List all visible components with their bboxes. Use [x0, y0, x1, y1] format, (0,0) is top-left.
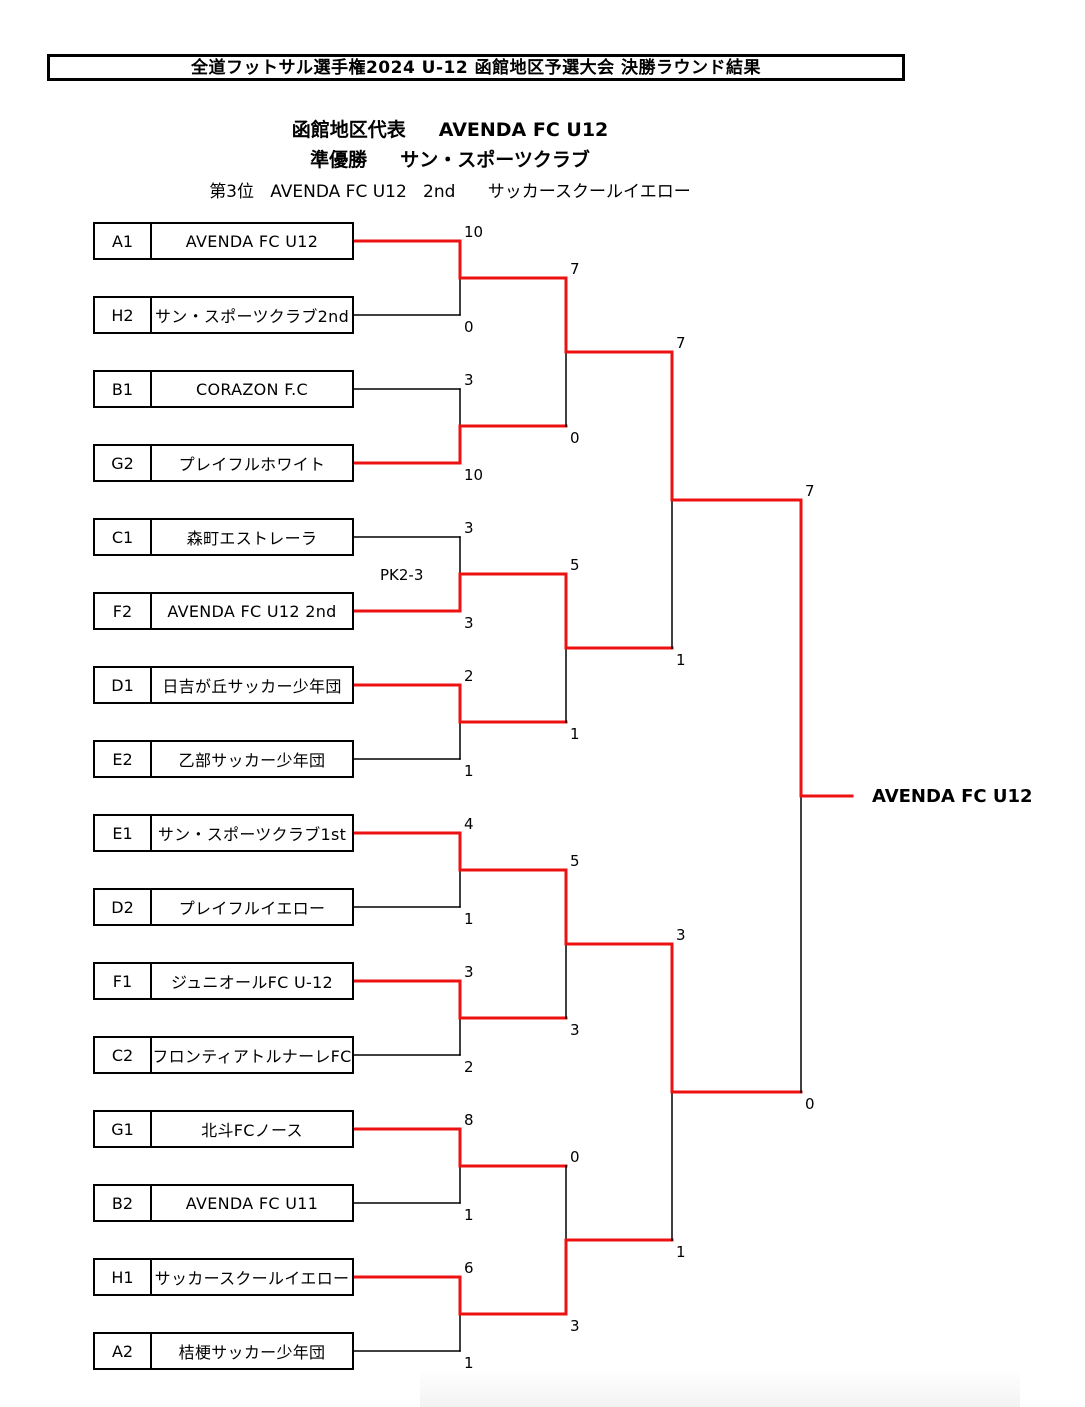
third-place-line: 第3位 AVENDA FC U12 2nd サッカースクールイエロー [209, 182, 691, 202]
team-name: サン・スポーツクラブ2nd [154, 307, 350, 326]
team-name: サッカースクールイエロー [154, 1269, 350, 1288]
page-shadow [420, 1370, 1020, 1407]
team-row: B1 CORAZON F.C [93, 370, 354, 408]
team-seed: E2 [95, 742, 152, 776]
score-label: 6 [464, 1259, 474, 1277]
team-seed: G2 [95, 446, 152, 480]
score-label: 3 [464, 519, 474, 537]
team-seed: E1 [95, 816, 152, 850]
score-label: 7 [676, 334, 686, 352]
team-seed: D2 [95, 890, 152, 924]
team-name: AVENDA FC U12 2nd [167, 601, 337, 621]
champion-label: AVENDA FC U12 [872, 786, 1033, 807]
team-name: サン・スポーツクラブ1st [157, 825, 347, 844]
team-seed: C2 [95, 1038, 152, 1072]
team-row: G2 プレイフルホワイト [93, 444, 354, 482]
team-name: AVENDA FC U11 [185, 1193, 319, 1213]
score-label: 1 [464, 1206, 474, 1224]
score-label: 1 [464, 910, 474, 928]
score-label: 1 [676, 651, 686, 669]
team-seed: D1 [95, 668, 152, 702]
team-seed: G1 [95, 1112, 152, 1146]
page-title: 全道フットサル選手権2024 U-12 函館地区予選大会 決勝ラウンド結果 [190, 58, 762, 78]
team-seed: B1 [95, 372, 152, 406]
score-label: 7 [805, 482, 815, 500]
team-seed: H2 [95, 298, 152, 332]
representative-line: 函館地区代表 AVENDA FC U12 [291, 119, 609, 141]
score-label: 3 [464, 963, 474, 981]
team-row: A1 AVENDA FC U12 [93, 222, 354, 260]
team-seed: F2 [95, 594, 152, 628]
score-label: 4 [464, 815, 474, 833]
team-row: F1 ジュニオールFC U-12 [93, 962, 354, 1000]
score-label: 3 [676, 926, 686, 944]
team-row: D1 日吉が丘サッカー少年団 [93, 666, 354, 704]
team-row: D2 プレイフルイエロー [93, 888, 354, 926]
score-label: 0 [570, 429, 580, 447]
score-label: 2 [464, 667, 474, 685]
team-name: 乙部サッカー少年団 [178, 751, 326, 770]
score-label: 3 [570, 1317, 580, 1335]
team-row: A2 桔梗サッカー少年団 [93, 1332, 354, 1370]
score-label: 3 [464, 371, 474, 389]
team-name: 桔梗サッカー少年団 [178, 1343, 326, 1362]
team-row: F2 AVENDA FC U12 2nd [93, 592, 354, 630]
team-seed: A1 [95, 224, 152, 258]
team-name: CORAZON F.C [196, 379, 308, 399]
title-box: 全道フットサル選手権2024 U-12 函館地区予選大会 決勝ラウンド結果 [47, 54, 905, 81]
score-label: 0 [464, 318, 474, 336]
team-name: AVENDA FC U12 [185, 231, 319, 251]
team-seed: A2 [95, 1334, 152, 1368]
pk-note: PK2-3 [380, 566, 424, 584]
team-name: フロンティアトルナーレFC [152, 1047, 352, 1066]
score-label: 10 [464, 223, 484, 241]
team-row: E2 乙部サッカー少年団 [93, 740, 354, 778]
score-label: 0 [570, 1148, 580, 1166]
score-label: 10 [464, 466, 484, 484]
team-seed: B2 [95, 1186, 152, 1220]
team-name: プレイフルイエロー [178, 899, 326, 918]
score-label: 1 [464, 762, 474, 780]
score-label: 1 [676, 1243, 686, 1261]
score-label: 3 [464, 614, 474, 632]
runner-up-line: 準優勝 サン・スポーツクラブ [310, 149, 590, 171]
team-name: プレイフルホワイト [178, 455, 326, 474]
score-label: 7 [570, 260, 580, 278]
team-row: C1 森町エストレーラ [93, 518, 354, 556]
score-label: 5 [570, 852, 580, 870]
score-label: 3 [570, 1021, 580, 1039]
team-row: E1 サン・スポーツクラブ1st [93, 814, 354, 852]
score-label: 1 [464, 1354, 474, 1372]
score-label: 5 [570, 556, 580, 574]
team-name: 北斗FCノース [201, 1121, 303, 1140]
team-name: 日吉が丘サッカー少年団 [162, 677, 342, 696]
score-label: 2 [464, 1058, 474, 1076]
team-seed: F1 [95, 964, 152, 998]
team-seed: H1 [95, 1260, 152, 1294]
team-row: B2 AVENDA FC U11 [93, 1184, 354, 1222]
score-label: 8 [464, 1111, 474, 1129]
score-label: 0 [805, 1095, 815, 1113]
score-label: 1 [570, 725, 580, 743]
team-row: G1 北斗FCノース [93, 1110, 354, 1148]
team-name: 森町エストレーラ [186, 529, 318, 548]
team-seed: C1 [95, 520, 152, 554]
team-name: ジュニオールFC U-12 [170, 973, 334, 992]
